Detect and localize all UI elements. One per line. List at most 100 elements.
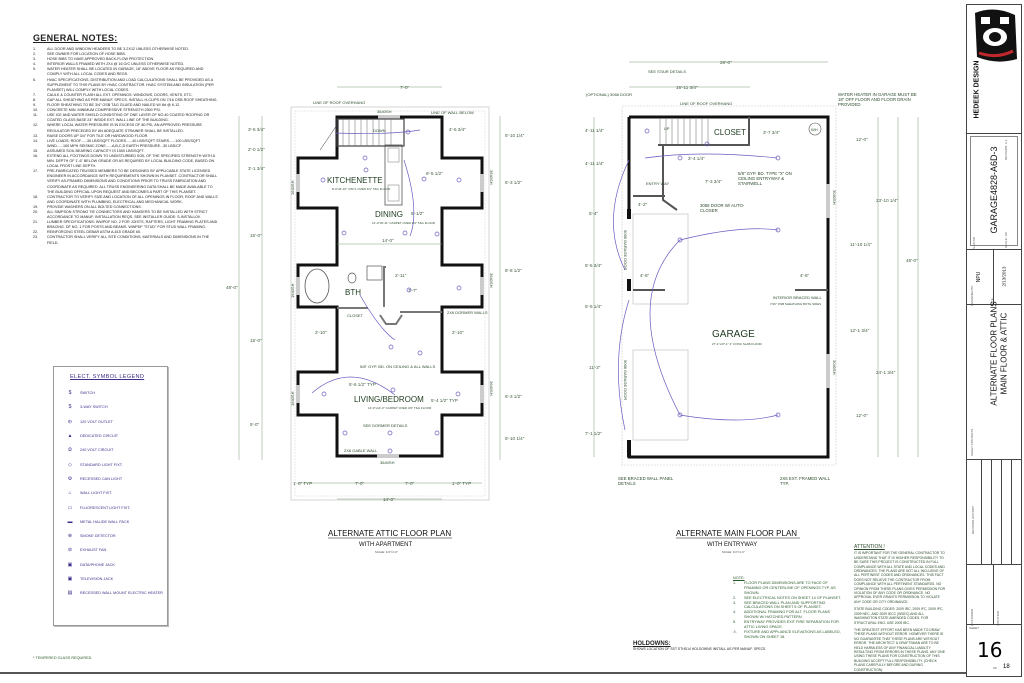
legend-symbol-icon: $ [68,404,72,411]
general-note-text: WHERE LOCAL WATER PRESSURE IS IN EXCESS … [47,123,202,133]
attic-dim: 14'-0" [383,497,395,502]
general-note-text: EXTEND ALL FOOTINGS DOWN TO UNDISTURBED … [47,153,215,169]
attic-dim: 1'-0" TYP [293,481,312,486]
main-plan-title: ALTERNATE MAIN FLOOR PLAN [676,529,797,538]
main-interior-walls [633,117,828,291]
general-note: 7.CAULK & COUNTER FLASH ALL EXT. OPENING… [33,93,218,98]
kitchen-counter [384,144,403,206]
water-heater-label: WH [811,127,818,132]
title-block-sheet-number: SHEET 16 OF 18 [967,624,1021,676]
attic-dim: 7'-0" [400,85,410,90]
sheet-number: 16 [977,638,1003,662]
title-block: HEDEEK DESIGN PLAN NO. GARAGE4828-A6D-3 … [966,4,1022,677]
plan-note-text: ENTRYWAY PROVIDES EXIT FIRE SEPARATION F… [744,620,839,630]
plan-note-number: 5. [733,620,737,625]
garage-door-2 [632,349,689,441]
general-note: 11.USE ICE AND WATER SHIELD CONSISTING O… [33,113,218,123]
attic-window-right-3 [480,385,484,403]
general-note: 12.WHERE LOCAL WATER PRESSURE IS IN EXCE… [33,123,218,133]
legend-list: $SWITCH$3-WAY SWITCH⦶120 VOLT OUTLET▲DED… [54,386,167,600]
legend-symbol-icon: ▬ [67,518,73,525]
attention-title: ATTENTION ! [854,544,885,550]
attic-roof-overhang-line [290,106,490,501]
bathtub [304,268,330,304]
general-notes-title: GENERAL NOTES: [33,33,118,43]
attic-plan-subtitle: WITH APARTMENT [359,542,412,548]
legend-item: ▤RECESSED WALL MOUNT ELECTRIC HEATER [54,586,167,600]
plan-note: 2.SEE ELECTRICAL NOTES ON SHEET 14 OF PL… [733,596,843,601]
plan-no-label: PLAN NO. [972,235,976,250]
general-note: 13.RAISE DOORS UP 3/4" FOR TILE OR HARDW… [33,134,218,139]
legend-symbol-icon: ▣ [67,561,73,568]
electrical-symbol-legend: ELECT. SYMBOL LEGEND $SWITCH$3-WAY SWITC… [53,366,168,626]
attic-window-right-1 [480,174,484,192]
plan-note-text: SEE ELECTRICAL NOTES ON SHEET 14 OF PLAN… [744,595,842,600]
general-note: 4.INTERIOR WALLS FRAMED WITH 2X4 @ 16 O/… [33,62,218,67]
attic-window-bottom [377,454,399,458]
attention-p1: IT IS IMPORTANT FOR THE GENERAL CONTRACT… [854,551,946,604]
location-label: LOCATION [996,610,1000,626]
general-note-number: 21. [33,220,39,225]
attic-window-left-3 [296,385,300,403]
plan-notes-title: NOTE: [733,576,745,580]
legend-label: 3-WAY SWITCH [80,405,108,410]
legend-symbol-icon: ▣ [67,576,73,582]
attic-roof-overhang-label: LINE OF ROOF OVERHANG [313,100,365,105]
main-dim: 3'-4 1/4" [688,156,705,161]
legend-item: ▣ DATA/PHONE JACK [54,558,167,572]
general-note-text: CAULK & COUNTER FLASH ALL EXT. OPENINGS:… [47,92,193,97]
general-note: 10.CONCRETE MIN. MINIMUM COMPRESSIVE STR… [33,108,218,113]
attic-dim: 8'-5 1/2" [426,171,443,176]
legend-item: $3-WAY SWITCH [54,400,167,414]
attic-plan-scale: SCALE: 1/4"=1'-0" [375,550,398,554]
legend-item: ⌂WALL LIGHT FIXT. [54,486,167,500]
general-note-text: USE ICE AND WATER SHIELD CONSISTING OF O… [47,113,210,123]
room-garage: GARAGE [712,329,755,340]
attic-dimension-lines [238,86,501,500]
main-roof-overhang-line [621,105,837,466]
general-note: 1.ALL DOOR AND WINDOW HEADERS TO BE 3-2X… [33,47,218,52]
main-window-right-1-label: 3040SH [832,190,837,205]
legend-label: DATA/PHONE JACK [80,562,115,567]
main-gyp-note: 5/8" GYP. BD. TYPE "X" ON CEILING ENTRYW… [738,171,792,187]
legend-label: SMOKE DETECTOR [80,534,116,539]
legend-symbol-icon: ▭ [67,504,73,511]
general-note-text: CONTRACTOR SHALL VERIFY ALL SITE CONDITI… [47,235,210,245]
door-closer-note: 3068 DOOR W/ AUTO-CLOSER [700,203,745,214]
main-dim: 4'-2" [638,202,648,207]
legend-title: ELECT. SYMBOL LEGEND [70,374,145,380]
main-plan-scale: SCALE: 1/4"=1'-0" [722,550,745,554]
main-window-right-2-label: 3040SH [832,360,837,375]
general-note-text: HOSE BIBS TO HAVE APPROVED BACK-FLOW PRO… [47,57,155,62]
main-dim: 4'-11 1/4" [585,161,604,166]
attic-dim: 4'-5 3/4" [449,127,466,132]
general-note-text: INTERIOR WALLS FRAMED WITH 2X4 @ 16 O/C … [47,62,185,67]
sheet-contents-line-2: MAIN FLOOR & ATTIC [999,312,1009,395]
general-note-text: CONCRETE MIN. MINIMUM COMPRESSIVE STRENG… [47,108,161,113]
main-dim: 5'-4" [589,211,599,216]
attic-dim: 5'-1/2" [411,211,424,216]
general-note-text: GAP ALL SHEATHING AS PER MANUF. SPECS. I… [47,97,218,102]
garage-door-1 [632,213,689,305]
main-dim: 5'-5 1/4" [585,304,602,309]
attic-wall-below-line [294,110,486,497]
plan-note-text: ADDITIONAL FRAMING FOR ALT. FLOOR PLANS … [744,610,831,620]
main-dim: 11'-10 1/4" [850,242,872,247]
attic-window-left-2-label: 1640SH [290,283,295,298]
main-roof-overhang-label: LINE OF ROOF OVERHANG [680,101,732,106]
main-dim: 7'-3 3/4" [705,179,722,184]
legend-label: RECESSED CAN LIGHT [80,476,123,481]
scale-label: SCALE: 1/8 [1004,232,1008,248]
main-dim: 5'-5 3/4" [585,263,602,268]
toilet [347,272,357,284]
main-dim: 23'-10 1/4" [876,198,898,203]
main-floor-plan: 9068 GARAGE DOOR 9068 GARAGE DOOR WH CLO… [585,60,919,554]
sheet-contents-label: SHEET CONTENTS [970,428,974,456]
general-note-number: 17. [33,169,39,174]
of-label: OF [993,666,998,670]
plan-note: 1.FLOOR PLANS DIMENSIONS ARE TO FACE OF … [733,581,843,596]
general-note-number: 16. [33,153,39,158]
attic-dim: 7'-7" [408,288,418,293]
holdowns-title: HOLDOWNS: [633,641,671,647]
